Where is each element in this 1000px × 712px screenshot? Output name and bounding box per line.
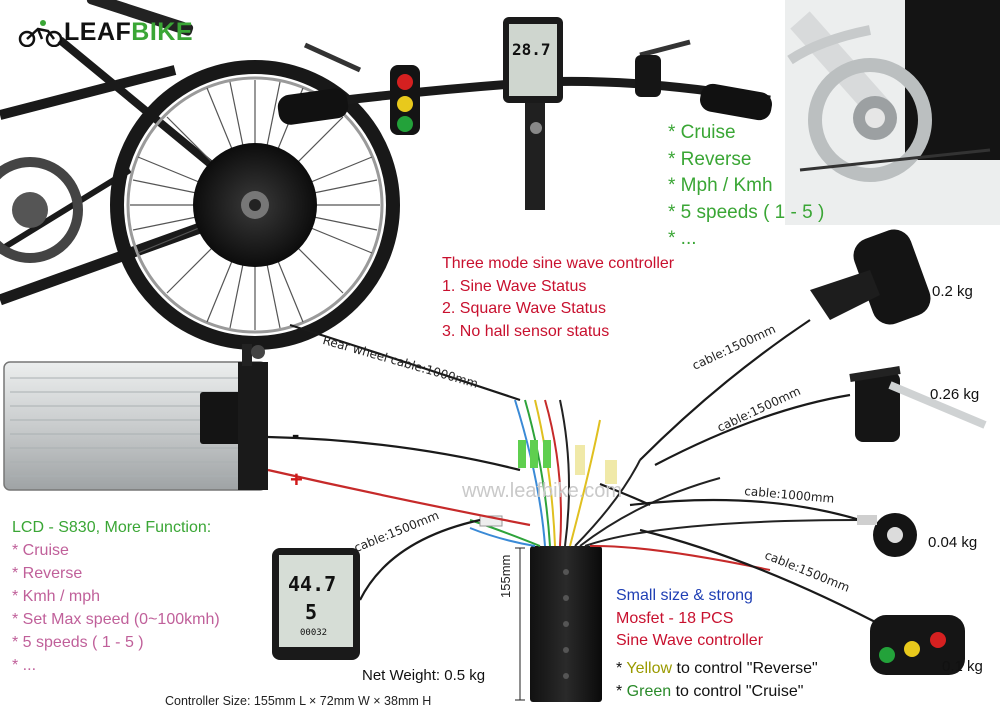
- lcd-list-item: * Kmh / mph: [12, 588, 101, 605]
- feature-item: * ...: [668, 228, 697, 249]
- lcd-list-title: LCD - S830, More Function:: [12, 519, 212, 536]
- battery-pack: [3, 344, 268, 491]
- feature-item: * Mph / Kmh: [668, 175, 773, 196]
- controller-specs: Small size & strong Mosfet - 18 PCS Sine…: [616, 585, 763, 653]
- controller-size: Controller Size: 155mm L × 72mm W × 38mm…: [165, 694, 432, 708]
- battery-plus-sign: +: [290, 467, 303, 492]
- pas-sensor: [857, 513, 917, 557]
- function-switch: [870, 615, 965, 675]
- leafbike-logo: LEAFBIKE: [18, 18, 194, 48]
- lcd-s830-odo: 00032: [300, 628, 328, 638]
- logo-text-leaf: LEAF: [64, 18, 132, 46]
- controller-spec-line: Small size & strong: [616, 587, 753, 604]
- mode-item: 2. Square Wave Status: [442, 300, 606, 317]
- lcd-display-top: [503, 17, 563, 103]
- switch-weight: 0.1 kg: [942, 658, 983, 675]
- handlebar-photo: [277, 39, 772, 210]
- lcd-top-speed: 28.7: [512, 40, 551, 59]
- feature-item: * Reverse: [668, 148, 752, 170]
- pas-weight: 0.04 kg: [928, 534, 978, 551]
- legend-yellow: * Yellow to control "Reverse": [616, 660, 818, 677]
- controller-modes: Three mode sine wave controller 1. Sine …: [442, 253, 674, 343]
- throttle-weight: 0.2 kg: [932, 283, 973, 300]
- cyclist-icon: [18, 19, 64, 48]
- legend-green: * Green to control "Cruise": [616, 683, 804, 700]
- battery-minus-sign: -: [292, 422, 300, 447]
- brake-lever: [849, 366, 987, 442]
- controller-box: [515, 546, 602, 702]
- lcd-list-item: * ...: [12, 657, 37, 674]
- net-weight: Net Weight: 0.5 kg: [362, 667, 486, 684]
- lcd-list-item: * Set Max speed (0~100kmh): [12, 611, 220, 628]
- lcd-s830-display: [272, 548, 360, 660]
- rear-hub-motor-wheel: [110, 60, 400, 350]
- peripheral-cables: [267, 319, 901, 636]
- lcd-list-item: * 5 speeds ( 1 - 5 ): [12, 634, 144, 651]
- logo-text-bike: BIKE: [131, 18, 194, 46]
- lcd-s830-level: 5: [305, 600, 318, 624]
- brake-weight: 0.26 kg: [930, 386, 980, 403]
- controller-spec-line: Mosfet - 18 PCS: [616, 609, 734, 627]
- mode-item: 3. No hall sensor status: [442, 322, 610, 340]
- lcd-list-item: * Cruise: [12, 542, 69, 559]
- throttle-grip: [810, 229, 931, 325]
- handlebar-button-switch: [390, 65, 420, 135]
- front-fork-photo: [785, 0, 1000, 225]
- lcd-function-list: LCD - S830, More Function: * Cruise * Re…: [12, 516, 220, 677]
- lcd-list-item: * Reverse: [12, 565, 83, 582]
- button-legend: * Yellow to control "Reverse" * Green to…: [616, 657, 818, 703]
- mode-item: 1. Sine Wave Status: [442, 277, 587, 295]
- lcd-s830-speed: 44.7: [288, 572, 337, 596]
- controller-wires: [469, 399, 861, 571]
- modes-title: Three mode sine wave controller: [442, 255, 675, 272]
- feature-item: * Cruise: [668, 122, 736, 143]
- connectors: [479, 440, 617, 527]
- watermark: www.leafbike.com: [462, 480, 623, 502]
- display-feature-list: * Cruise * Reverse * Mph / Kmh * 5 speed…: [668, 120, 824, 253]
- controller-spec-line: Sine Wave controller: [616, 632, 764, 649]
- feature-item: * 5 speeds ( 1 - 5 ): [668, 201, 825, 223]
- controller-height-label: 155mm: [498, 554, 513, 598]
